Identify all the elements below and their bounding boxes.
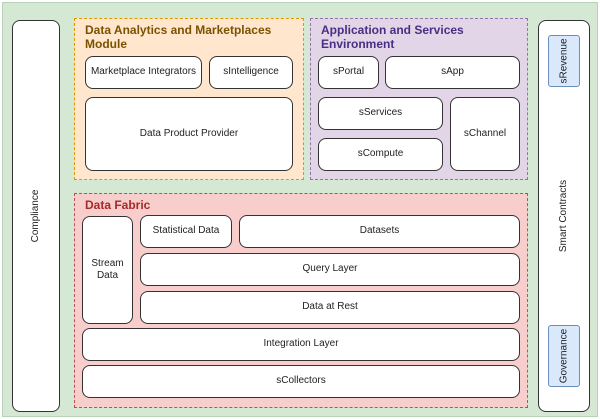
governance-label: Governance xyxy=(558,328,570,384)
integration-layer-box: Integration Layer xyxy=(82,328,520,361)
scompute-box: sCompute xyxy=(318,138,443,171)
app-services-title: Application and Services Environment xyxy=(321,23,464,51)
query-layer-box: Query Layer xyxy=(140,253,520,286)
marketplace-integrators-box: Marketplace Integrators xyxy=(85,56,202,89)
srevenue-badge: sRevenue xyxy=(548,35,580,87)
sapp-box: sApp xyxy=(385,56,520,89)
sportal-box: sPortal xyxy=(318,56,379,89)
data-fabric-title: Data Fabric xyxy=(85,198,151,212)
datasets-box: Datasets xyxy=(239,215,520,248)
stream-data-label: Stream Data xyxy=(91,257,124,282)
srevenue-label: sRevenue xyxy=(558,38,570,84)
data-analytics-title: Data Analytics and Marketplaces Module xyxy=(85,23,272,51)
scollectors-box: sCollectors xyxy=(82,365,520,398)
sservices-box: sServices xyxy=(318,97,443,130)
data-product-provider-box: Data Product Provider xyxy=(85,97,293,171)
smart-contracts-label: Smart Contracts xyxy=(557,179,569,253)
governance-badge: Governance xyxy=(548,325,580,387)
sintelligence-box: sIntelligence xyxy=(209,56,293,89)
statistical-data-box: Statistical Data xyxy=(140,215,232,248)
schannel-box: sChannel xyxy=(450,97,520,171)
compliance-label: Compliance xyxy=(29,189,41,243)
compliance-column: Compliance xyxy=(12,20,60,412)
data-at-rest-box: Data at Rest xyxy=(140,291,520,324)
stream-data-box: Stream Data xyxy=(82,216,133,324)
